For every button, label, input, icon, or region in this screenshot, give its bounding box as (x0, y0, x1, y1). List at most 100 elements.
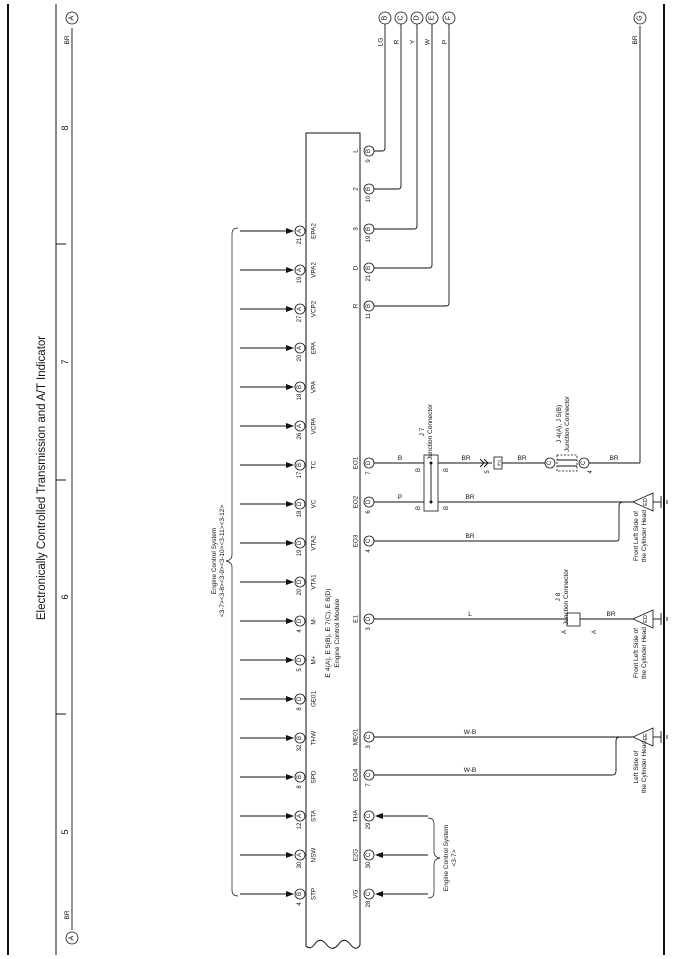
ecu-pin-connector (294, 732, 306, 744)
ih1-pin: 5 (485, 470, 491, 474)
ecu-pin-number: 18 (297, 510, 303, 517)
ecu-pin-number: 30 (366, 861, 372, 868)
ecu-pin-connector (363, 888, 375, 900)
ecu-pin-connector (294, 303, 306, 315)
ecu-pin-connector-letter: D (366, 499, 372, 504)
wire-color-left-br: BR (64, 910, 71, 919)
ecu-pin-connector (294, 225, 306, 237)
left-group-label-1: Engine Control System (211, 528, 218, 594)
ecu-pin-connector-letter: C (366, 813, 372, 818)
eo4-wire (374, 736, 633, 776)
ecu-pin-connector-letter: A (297, 346, 303, 350)
arrow-right-icon (286, 540, 294, 546)
ecu-pin-connector-letter: D (366, 616, 372, 621)
ground-ed-1-tag: ED (643, 498, 649, 506)
ih1-out-wire-color: BR (517, 455, 526, 462)
arrow-right-icon (286, 579, 294, 585)
ecu-pin-connector-letter: C (366, 891, 372, 896)
ecu-pin-name: VTA1 (311, 574, 318, 590)
arrow-right-icon (286, 267, 294, 273)
ecu-pin-connector (294, 498, 306, 510)
ecu-pin-name: GE01 (311, 690, 318, 707)
left-group-label-2: <3-7><3-8><3-9><3-10><3-11><3-12> (219, 505, 226, 617)
ecu-pin-connector-letter: D (297, 657, 303, 662)
ecu-pin-connector-letter: A (297, 229, 303, 233)
ecu-pin-name: THA (353, 809, 360, 822)
ecu-pin-name: E2G (353, 849, 360, 862)
wire-tag-right-a (65, 11, 79, 25)
wire-tag-letter: C (398, 15, 405, 20)
wire-color-right-br: BR (64, 35, 71, 44)
ecu-pin-connector-letter: D (297, 501, 303, 506)
ecu-pin-number: 7 (366, 471, 372, 475)
right-group-bracket (427, 817, 441, 899)
ecu-pin-connector-letter: A (297, 268, 303, 272)
output-wire-color: P (398, 494, 402, 501)
ecu-pin-name: D (353, 265, 360, 270)
ecu-pin-connector-letter: B (366, 187, 372, 191)
ecu-pin-connector (294, 849, 306, 861)
ecu-pin-number: 21 (297, 237, 303, 244)
ecu-pin-connector-letter: A (297, 853, 303, 857)
ecu-pin-name: THW (311, 731, 318, 745)
ground-ed-1-loc-2: the Cylinder Head (641, 510, 648, 562)
arrow-right-icon (286, 384, 294, 390)
arrow-right-icon (286, 618, 294, 624)
page-title: Electronically Controlled Transmission a… (36, 336, 48, 620)
ecu-pin-name: NSW (311, 848, 318, 863)
ecu-pin-connector-letter: B (297, 775, 303, 779)
ecu-pin-connector-letter: D (366, 460, 372, 465)
arrow-right-icon (286, 501, 294, 507)
j8-pin-a-left: A (562, 630, 568, 634)
signal-wire (374, 24, 402, 190)
ecu-pin-name: 2 (353, 187, 360, 191)
arrow-left-icon (375, 813, 383, 819)
ground-ed-2 (632, 609, 668, 629)
wire-tag-letter: B (382, 15, 389, 20)
wire-tag-letter: D (414, 15, 421, 20)
j5-pin-c-letter: C (581, 460, 587, 465)
ecu-pin-connector (363, 849, 375, 861)
j7-pin-b: B (444, 468, 450, 472)
j4-pin-c (544, 457, 556, 469)
wire-tag-g-letter: G (637, 15, 644, 20)
ecu-pin-name: TC (311, 460, 318, 469)
arrow-right-icon (286, 813, 294, 819)
ecu-pin-number: 12 (297, 822, 303, 829)
wire-color-label: W (425, 38, 432, 45)
ecu-pin-connector-letter: C (366, 538, 372, 543)
ecu-pin-connector (294, 771, 306, 783)
ecu-pin-number: 19 (366, 235, 372, 242)
arrow-right-icon (286, 345, 294, 351)
arrow-right-icon (286, 657, 294, 663)
ecu-pin-number: 4 (297, 902, 303, 906)
ecu-pin-name: EPA (311, 341, 318, 354)
ecu-pin-connector-letter: C (366, 734, 372, 739)
ecu-pin-name: 3 (353, 227, 360, 231)
ground-ee-loc-2: the Cylinder Head (641, 741, 648, 793)
signal-wire (374, 24, 418, 230)
ecu-pin-number: 8 (297, 707, 303, 711)
ecu-pin-connector-letter: B (366, 304, 372, 308)
arrow-right-icon (286, 423, 294, 429)
wire-tag (410, 11, 424, 25)
j4-j5-pin-num: 4 (588, 470, 594, 474)
ecu-pin-number: 11 (366, 312, 372, 319)
ecu-pin-name: SPD (311, 770, 318, 783)
j7-splice-dot (429, 500, 433, 504)
ecu-pin-name: EO3 (353, 534, 360, 547)
ecu-pin-connector-letter: B (297, 736, 303, 740)
output-wire-color: L (468, 611, 472, 618)
ecu-pin-name: STA (311, 809, 318, 822)
ecu-pin-connector-letter: C (366, 772, 372, 777)
ground-ed-2-tag: ED (643, 615, 649, 623)
ecu-pin-connector (294, 537, 306, 549)
ih1-chevron-icon (479, 458, 489, 468)
output-wire-color: W-B (464, 729, 477, 736)
ecu-pin-connector (294, 459, 306, 471)
ecu-pin-connector (294, 576, 306, 588)
ecu-pin-connector (294, 654, 306, 666)
j7-desc: Junction Connector (427, 403, 434, 460)
ecu-pin-connector (363, 810, 375, 822)
